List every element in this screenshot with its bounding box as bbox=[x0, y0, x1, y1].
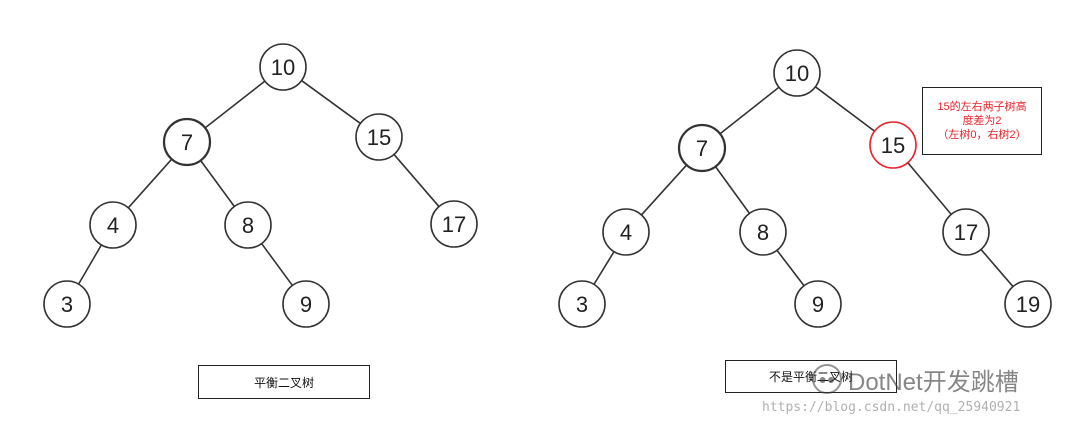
right_tree-node-circle bbox=[558, 280, 606, 328]
right_tree-node-label: 9 bbox=[812, 292, 824, 317]
left_tree-node-15: 15 bbox=[355, 113, 403, 161]
right_tree-edge-r7-r8 bbox=[714, 166, 751, 214]
left_tree-node-circle bbox=[224, 201, 272, 249]
right_tree-node-15: 15 bbox=[869, 121, 917, 169]
right_tree-edge-r4-r3 bbox=[593, 251, 615, 285]
right_tree-node-circle bbox=[677, 123, 727, 173]
tree-edges bbox=[77, 79, 1014, 288]
note-line-3: （左树0，右树2） bbox=[937, 129, 1027, 141]
left_tree-node-circle bbox=[43, 280, 91, 328]
left_tree-node-label: 15 bbox=[367, 125, 391, 150]
watermark-url: https://blog.csdn.net/qq_25940921 bbox=[762, 400, 1021, 415]
right_tree-node-circle bbox=[602, 208, 650, 256]
left_tree-node-17: 17 bbox=[430, 200, 478, 248]
right_tree-node-label: 8 bbox=[757, 220, 769, 245]
right_tree-node-label: 7 bbox=[696, 136, 708, 161]
right_tree-edge-r8-r9 bbox=[776, 249, 805, 287]
left_tree-edge-n10-n15 bbox=[301, 79, 361, 125]
left-tree-caption-text: 平衡二叉树 bbox=[253, 375, 314, 390]
left_tree-node-label: 7 bbox=[181, 130, 193, 155]
right_tree-edge-r10-r15 bbox=[814, 86, 876, 132]
left_tree-node-label: 9 bbox=[300, 292, 312, 317]
right_tree-node-label: 19 bbox=[1016, 292, 1040, 317]
right_tree-node-label: 3 bbox=[576, 292, 588, 317]
right_tree-node-9: 9 bbox=[794, 280, 842, 328]
left_tree-node-7: 7 bbox=[162, 117, 212, 167]
right_tree-edge-r15-r17 bbox=[907, 162, 952, 215]
right_tree-node-circle bbox=[794, 280, 842, 328]
right_tree-node-circle bbox=[869, 121, 917, 169]
right_tree-node-circle bbox=[942, 208, 990, 256]
tree-nodes: 10 7 15 4 8 17 3 9 10 7 15 4 8 17 3 9 19 bbox=[43, 43, 1052, 328]
right_tree-edge-r10-r7 bbox=[719, 86, 780, 135]
left_tree-node-circle bbox=[355, 113, 403, 161]
left_tree-node-label: 10 bbox=[271, 55, 295, 80]
right_tree-node-label: 15 bbox=[881, 133, 905, 158]
left_tree-node-8: 8 bbox=[224, 201, 272, 249]
right_tree-node-10: 10 bbox=[773, 49, 821, 97]
right_tree-node-4: 4 bbox=[602, 208, 650, 256]
left_tree-node-circle bbox=[430, 200, 478, 248]
right_tree-node-circle bbox=[1004, 280, 1052, 328]
left_tree-node-circle bbox=[259, 43, 307, 91]
wechat-icon: ●● bbox=[812, 364, 842, 394]
left_tree-edge-n7-n8 bbox=[199, 160, 236, 207]
watermark: ●● DotNet开发跳槽 bbox=[812, 362, 1019, 396]
left_tree-node-circle bbox=[282, 280, 330, 328]
left_tree-edge-n4-n3 bbox=[77, 244, 103, 285]
right_tree-node-label: 4 bbox=[620, 220, 632, 245]
right_tree-node-17: 17 bbox=[942, 208, 990, 256]
right_tree-edge-r17-r19 bbox=[980, 248, 1014, 288]
left_tree-node-4: 4 bbox=[89, 201, 137, 249]
left_tree-node-circle bbox=[89, 201, 137, 249]
watermark-brand: DotNet开发跳槽 bbox=[848, 368, 1019, 396]
left_tree-node-circle bbox=[162, 117, 212, 167]
left_tree-edge-n7-n4 bbox=[127, 158, 173, 209]
right_tree-node-3: 3 bbox=[558, 280, 606, 328]
left_tree-node-label: 3 bbox=[61, 292, 73, 317]
right_tree-edge-r7-r4 bbox=[640, 164, 688, 216]
right_tree-node-19: 19 bbox=[1004, 280, 1052, 328]
left_tree-node-label: 17 bbox=[442, 212, 466, 237]
imbalance-note: 15的左右两子树高 度差为2 （左树0，右树2） bbox=[922, 87, 1042, 155]
right_tree-node-8: 8 bbox=[739, 208, 787, 256]
left_tree-edge-n8-n9 bbox=[260, 243, 294, 286]
right_tree-node-label: 10 bbox=[785, 61, 809, 86]
right_tree-node-7: 7 bbox=[677, 123, 727, 173]
left_tree-node-10: 10 bbox=[259, 43, 307, 91]
left_tree-node-9: 9 bbox=[282, 280, 330, 328]
note-line-1: 15的左右两子树高 bbox=[937, 101, 1027, 113]
note-line-2: 度差为2 bbox=[962, 115, 1002, 127]
left_tree-edge-n15-n17 bbox=[393, 153, 440, 208]
right_tree-node-circle bbox=[739, 208, 787, 256]
left-tree-caption: 平衡二叉树 bbox=[198, 365, 370, 399]
left_tree-node-label: 8 bbox=[242, 213, 254, 238]
left_tree-node-3: 3 bbox=[43, 280, 91, 328]
right_tree-node-label: 17 bbox=[954, 220, 978, 245]
left_tree-edge-n10-n7 bbox=[204, 80, 266, 129]
right_tree-node-circle bbox=[773, 49, 821, 97]
left_tree-node-label: 4 bbox=[107, 213, 119, 238]
